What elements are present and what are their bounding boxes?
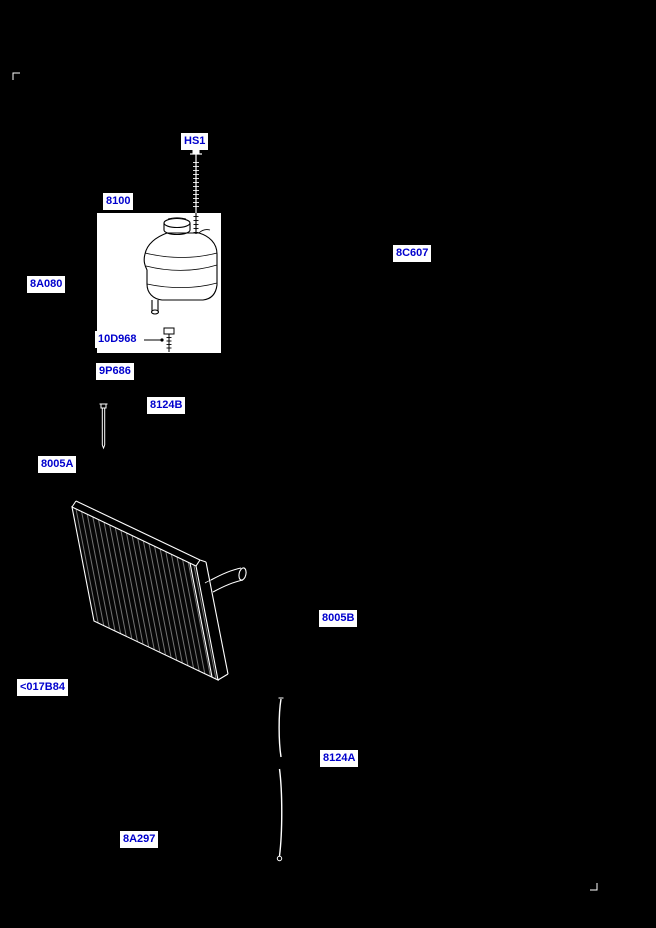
part-label-10d968[interactable]: 10D968	[95, 331, 140, 348]
part-label-017b84[interactable]: <017B84	[17, 679, 68, 696]
part-label-8100[interactable]: 8100	[103, 193, 134, 210]
hose-lower-icon	[276, 768, 283, 862]
stud-bolt-icon	[190, 149, 202, 213]
part-label-8a080[interactable]: 8A080	[27, 276, 66, 293]
corner-marks	[12, 72, 598, 891]
coolant-reservoir-drawing	[143, 213, 218, 315]
part-label-8005a[interactable]: 8005A	[38, 456, 77, 473]
part-label-8005b[interactable]: 8005B	[319, 610, 358, 627]
hose-upper-icon	[278, 697, 284, 758]
part-label-8a297[interactable]: 8A297	[120, 831, 159, 848]
part-label-8124b[interactable]: 8124B	[147, 397, 186, 414]
part-label-hs1[interactable]: HS1	[181, 133, 209, 150]
mounting-pin-icon	[99, 403, 108, 450]
radiator-drawing	[71, 500, 247, 681]
part-label-9p686[interactable]: 9P686	[96, 363, 134, 380]
part-label-8c607[interactable]: 8C607	[393, 245, 432, 262]
small-bolt-icon	[144, 327, 175, 352]
part-label-8124a[interactable]: 8124A	[320, 750, 359, 767]
